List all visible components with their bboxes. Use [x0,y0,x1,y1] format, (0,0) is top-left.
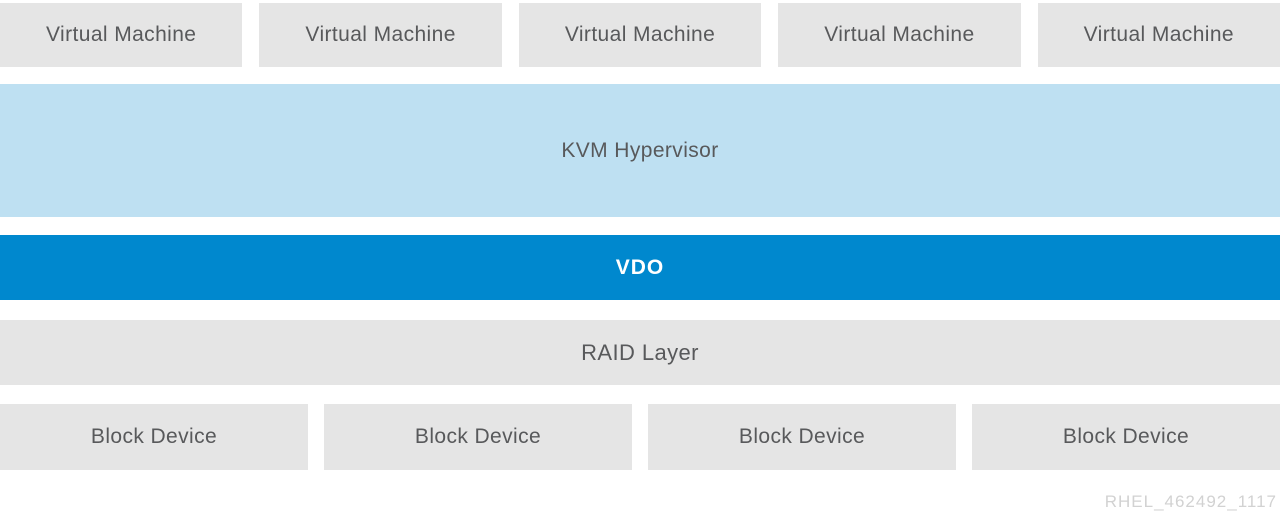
virtual-machine-box: Virtual Machine [1037,3,1280,67]
block-device-box: Block Device [324,404,632,470]
raid-layer-band: RAID Layer [0,320,1280,385]
virtual-machine-box: Virtual Machine [0,3,243,67]
watermark-label: RHEL_462492_1117 [1104,492,1277,511]
virtual-machine-box: Virtual Machine [518,3,762,67]
block-device-box: Block Device [648,404,956,470]
virtual-machine-box: Virtual Machine [259,3,502,67]
vdo-band: VDO [0,235,1280,300]
virtual-machine-box: Virtual Machine [778,3,1021,67]
block-device-box: Block Device [0,404,308,470]
block-device-box: Block Device [972,404,1280,470]
kvm-hypervisor-band: KVM Hypervisor [0,84,1280,217]
virtual-machine-row: Virtual Machine Virtual Machine Virtual … [0,3,1280,67]
block-device-row: Block Device Block Device Block Device B… [0,404,1280,470]
